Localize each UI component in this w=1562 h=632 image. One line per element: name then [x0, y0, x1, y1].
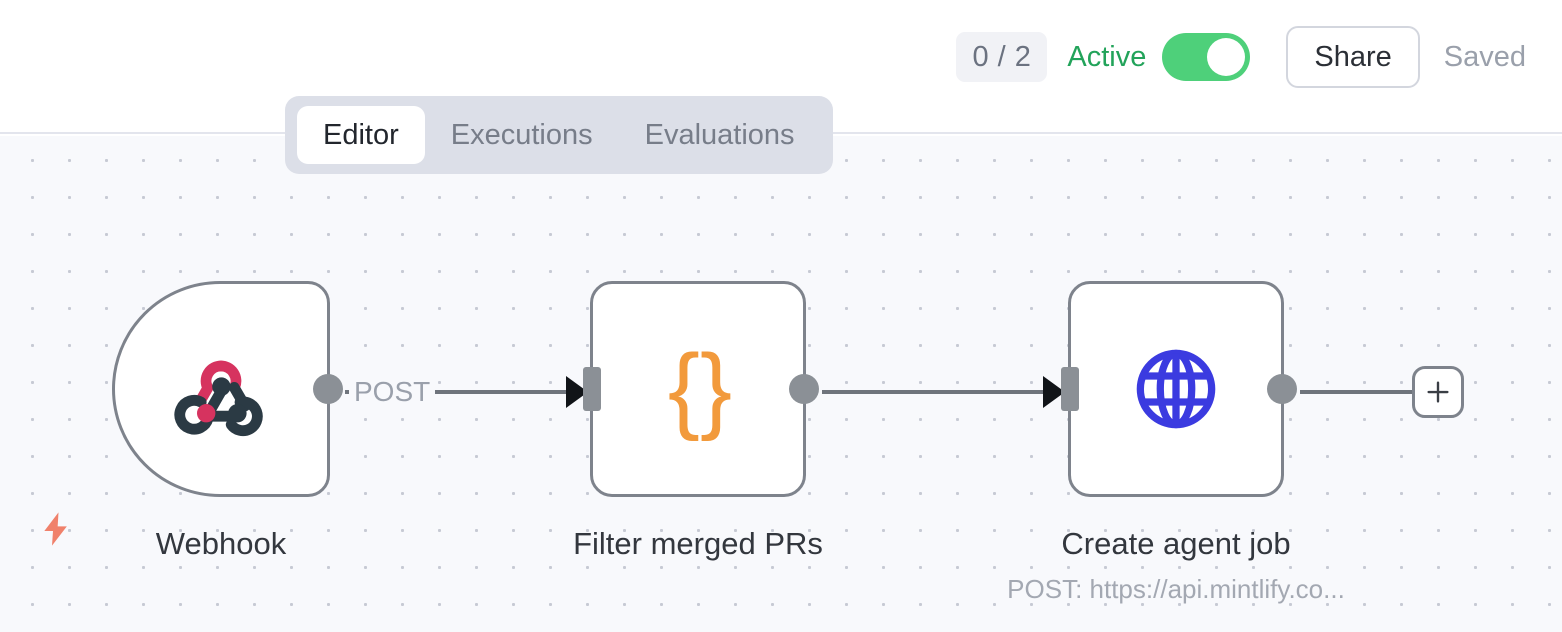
run-count-badge: 0 / 2 — [956, 32, 1048, 83]
code-braces-icon: { } — [667, 335, 732, 442]
webhook-logo-icon — [174, 360, 263, 437]
active-toggle[interactable] — [1162, 33, 1251, 82]
http-output-handle[interactable] — [1267, 374, 1297, 404]
edge-http-to-add — [1300, 390, 1414, 394]
edge-arrowhead-filter — [566, 376, 588, 408]
active-status-label: Active — [1067, 41, 1147, 73]
edge-label-post: POST — [349, 375, 436, 409]
globe-icon — [1136, 349, 1216, 429]
http-input-handle[interactable] — [1061, 367, 1079, 411]
edge-filter-to-http[interactable] — [822, 390, 1050, 394]
node-label-create-agent-job: Create agent job — [1061, 526, 1291, 561]
saved-status-label: Saved — [1443, 41, 1526, 73]
tab-evaluations[interactable]: Evaluations — [644, 119, 795, 151]
node-sublabel-http-url: POST: https://api.mintlify.co... — [1007, 574, 1345, 604]
filter-input-handle[interactable] — [583, 367, 601, 411]
node-label-webhook: Webhook — [155, 526, 287, 561]
edge-webhook-to-filter[interactable] — [345, 390, 573, 394]
share-button[interactable]: Share — [1286, 26, 1420, 89]
node-create-agent-job[interactable] — [1061, 281, 1297, 497]
node-webhook[interactable] — [112, 281, 343, 497]
edge-arrowhead-http — [1043, 376, 1065, 408]
trigger-bolt-icon — [36, 496, 76, 567]
tab-bar: Editor Executions Evaluations — [285, 96, 833, 175]
node-filter-merged-prs[interactable]: { } — [583, 281, 819, 497]
webhook-output-handle[interactable] — [313, 374, 343, 404]
filter-output-handle[interactable] — [789, 374, 819, 404]
workflow-canvas[interactable]: Webhook POST { } Filter merged PRs — [0, 136, 1562, 632]
add-node-button[interactable] — [1412, 366, 1464, 418]
tab-executions[interactable]: Executions — [450, 119, 593, 151]
plus-icon — [1427, 381, 1449, 403]
toggle-knob — [1207, 38, 1246, 77]
node-label-filter: Filter merged PRs — [573, 526, 823, 561]
header-actions: 0 / 2 Active Share Saved — [956, 26, 1526, 89]
tab-editor[interactable]: Editor — [297, 106, 425, 165]
